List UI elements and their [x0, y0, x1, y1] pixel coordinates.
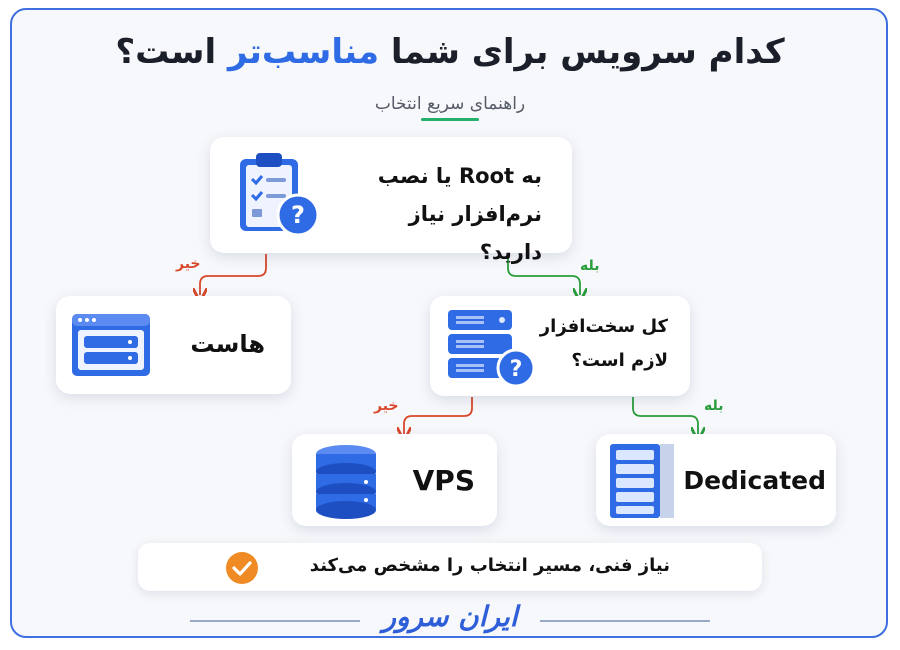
host-card: هاست: [56, 296, 291, 394]
dedicated-card: Dedicated: [596, 434, 836, 526]
subtitle-underline: [421, 118, 479, 121]
connector-no-2: [404, 397, 473, 434]
label-yes-1: بله: [580, 258, 600, 274]
label-yes-2: بله: [704, 398, 724, 414]
question-root-card: ? به Root یا نصب نرم‌افزار نیاز دارید؟: [210, 137, 572, 264]
vps-card: VPS: [292, 434, 497, 526]
database-icon: [316, 445, 376, 519]
page-title: کدام سرویس برای شما مناسب‌تر است؟: [0, 32, 900, 72]
vps-label: VPS: [412, 464, 475, 497]
logo-line-right: [540, 620, 710, 622]
dedicated-label: Dedicated: [683, 466, 826, 495]
browser-window-icon: [72, 314, 150, 376]
footer-bar: نیاز فنی، مسیر انتخاب را مشخص می‌کند: [138, 543, 762, 591]
title-part1: کدام سرویس برای شما: [379, 32, 785, 72]
host-label: هاست: [190, 330, 265, 358]
logo-line-left: [190, 620, 360, 622]
check-circle-icon: [226, 552, 258, 584]
clipboard-question-icon: ?: [240, 153, 320, 237]
svg-text:?: ?: [291, 201, 305, 229]
footer-text: نیاز فنی، مسیر انتخاب را مشخص می‌کند: [309, 555, 670, 576]
connector-yes-2: [632, 397, 698, 434]
connector-no-1: [200, 254, 267, 295]
subtitle-text: راهنمای سریع انتخاب: [374, 94, 526, 114]
connector-yes-1: [507, 254, 580, 295]
subtitle: راهنمای سریع انتخاب: [0, 94, 900, 121]
title-highlight: مناسب‌تر: [228, 32, 380, 72]
brand-logo: ایران سرور: [0, 600, 900, 633]
label-no-2: خیر: [374, 398, 399, 414]
question-root-text: به Root یا نصب نرم‌افزار نیاز دارید؟: [377, 164, 542, 264]
label-no-1: خیر: [176, 256, 201, 272]
question-hardware-card: ? کل سخت‌افزار لازم است؟: [430, 296, 690, 396]
server-rack-icon: [610, 444, 674, 518]
server-question-icon: ?: [448, 310, 536, 388]
logo-text: ایران سرور: [382, 600, 518, 633]
title-part2: است؟: [115, 32, 228, 72]
question-hardware-text: کل سخت‌افزار لازم است؟: [539, 316, 668, 371]
svg-text:?: ?: [510, 357, 523, 382]
